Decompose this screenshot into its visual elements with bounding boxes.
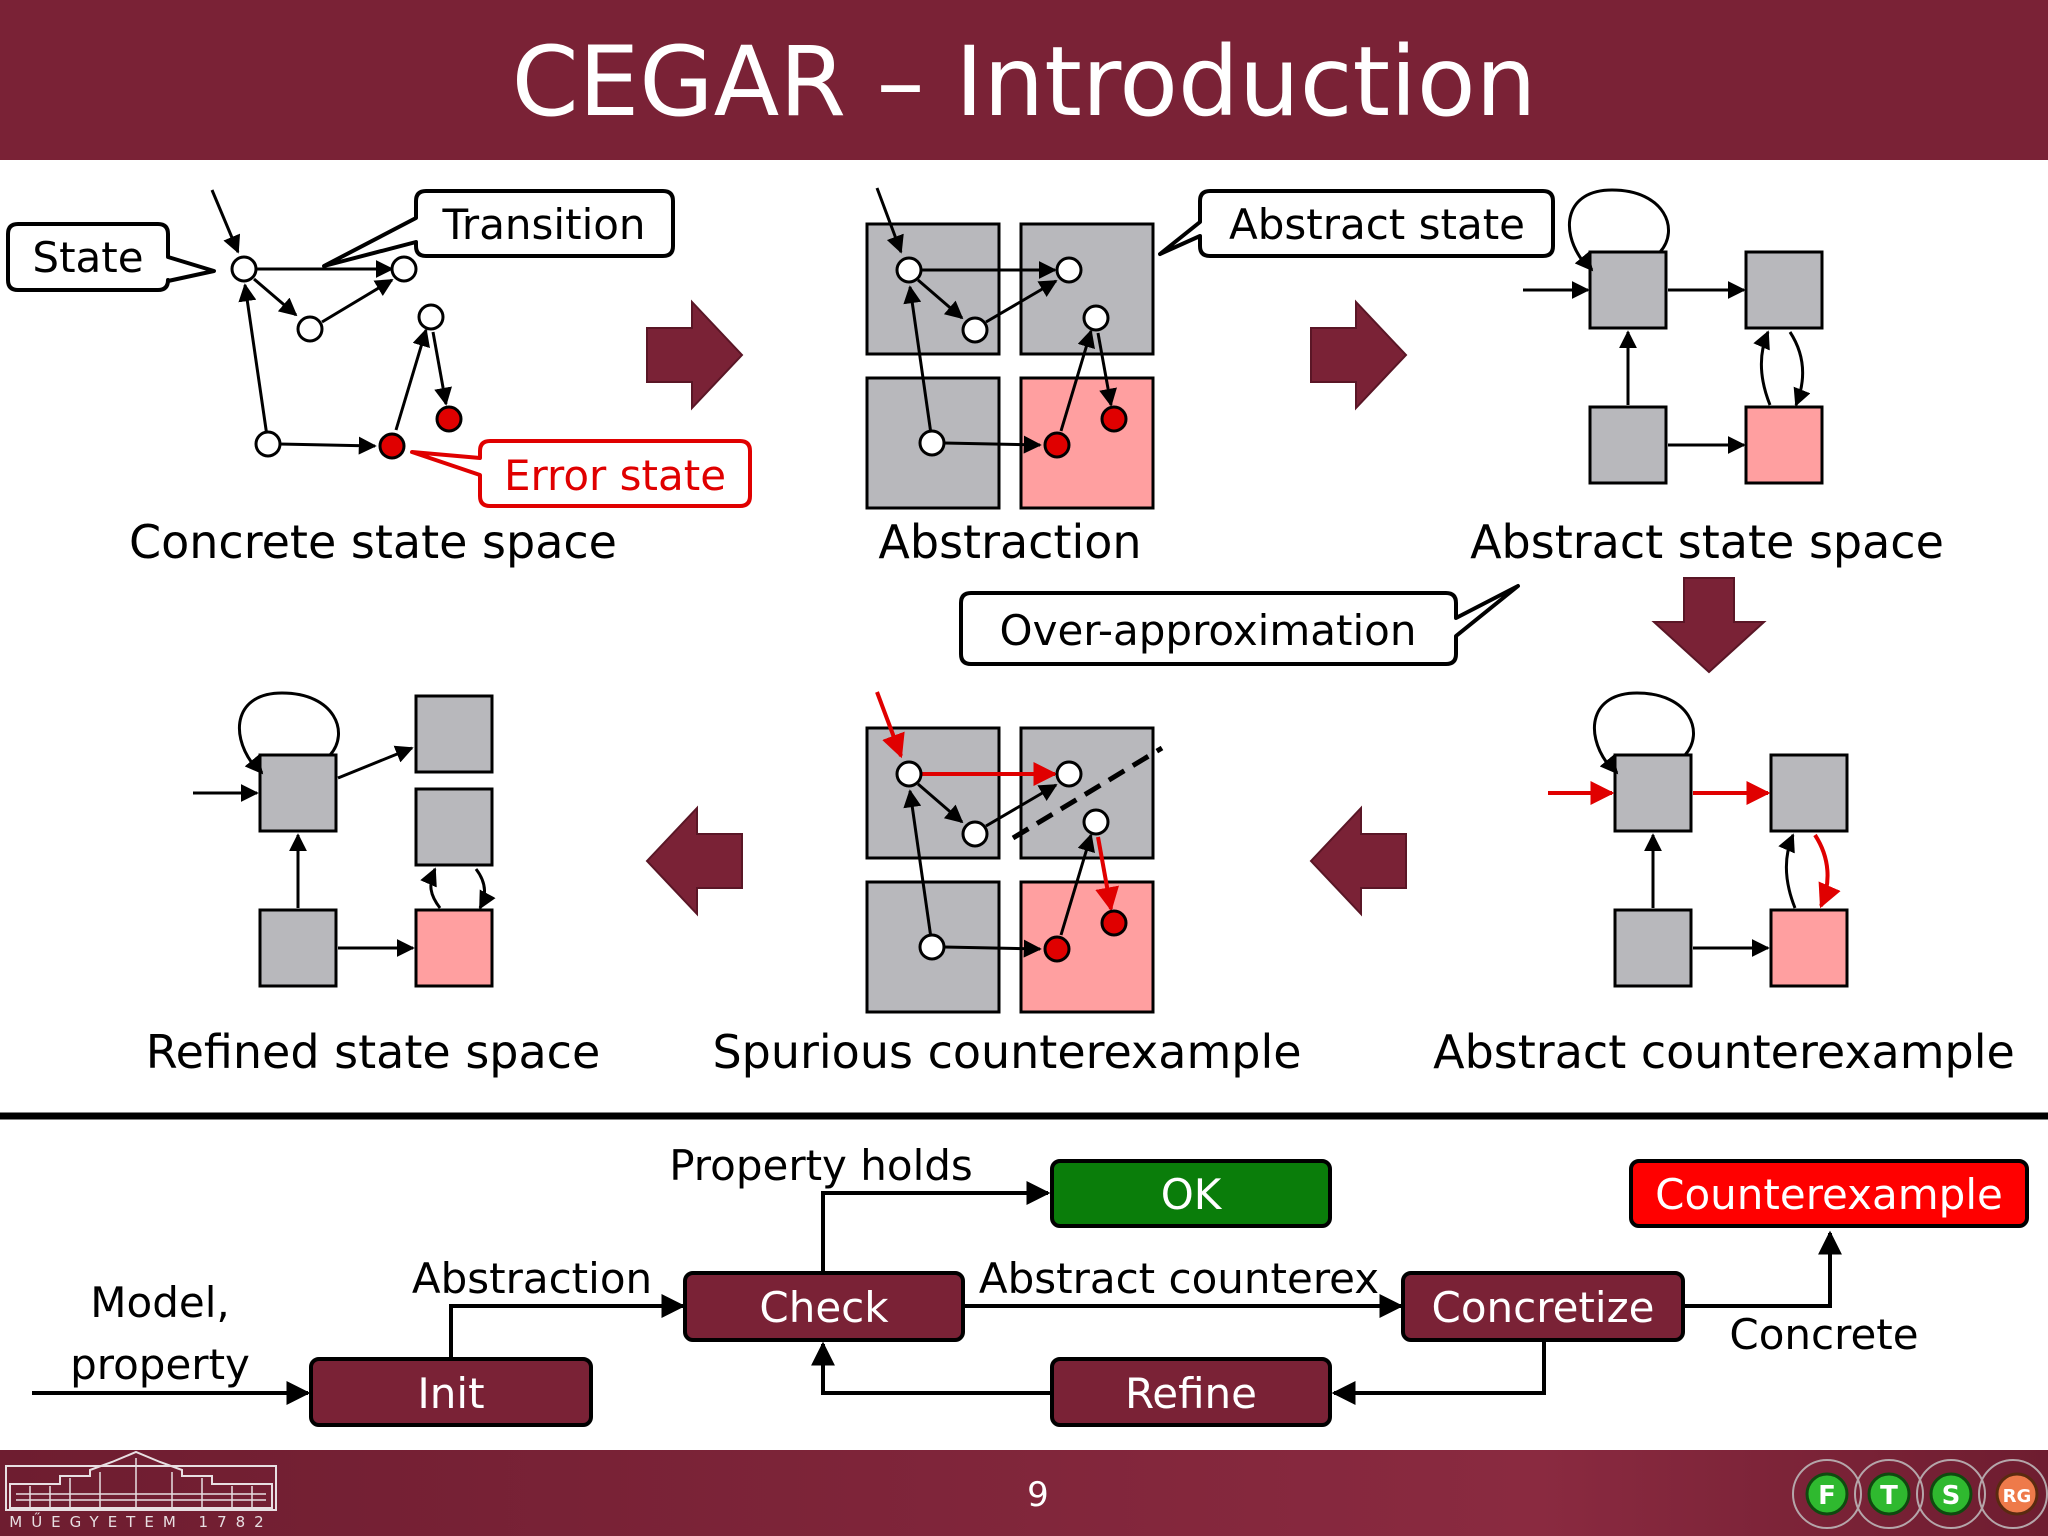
counterexample-box [1629,1159,2029,1228]
flow-label-abstraction: Abstraction [412,1254,652,1303]
init-box-label: Init [417,1369,484,1418]
footer-bar [0,1450,2048,1536]
over-approximation-callout-label: Over-approximation [1000,606,1417,655]
ok-box-label: OK [1161,1170,1223,1219]
flow-label-model: Model, [90,1278,229,1327]
flow-label-abstract-counterexample: Abstract counterex [979,1254,1379,1303]
step-arrow-left-icon [645,805,743,917]
step-arrow-right-icon [646,299,744,411]
refine-box-label: Refine [1125,1369,1257,1418]
ftsrg-letter: T [1880,1481,1898,1511]
abstract-state-box [1744,250,1824,330]
state-callout [6,222,216,292]
init-box [309,1357,593,1427]
slide-title: CEGAR – Introduction [512,26,1537,138]
caption-concrete-state-space: Concrete state space [129,515,617,569]
abstract-state-box [414,787,494,867]
panel-abstraction: Abstract state Abstraction [865,187,1555,569]
caption-abstract-state-space: Abstract state space [1470,515,1944,569]
step-arrow-down-icon [1651,577,1767,674]
error-state-node [378,432,406,460]
abstract-state-box [414,694,494,774]
state-node [390,255,418,283]
refine-box [1050,1357,1332,1427]
step-arrow-left-icon [1309,805,1407,917]
concretize-box [1401,1271,1685,1342]
panel-abstract-state-space: Abstract state space [1470,188,1944,569]
page-number: 9 [1027,1475,1049,1515]
panel-refined-state-space: Refined state space [146,691,601,1079]
counterexample-box-label: Counterexample [1655,1170,2003,1219]
over-approximation-callout [959,584,1520,666]
abstract-state-box [1588,250,1668,330]
state-node [230,255,258,283]
abstract-state-box [258,753,338,833]
ftsrg-letter: RG [2003,1486,2032,1507]
abstract-state-box [258,908,338,988]
step-arrow-right-icon [1310,299,1408,411]
refinement-split-line [1011,745,1164,841]
panel-concrete-state-space: State Transition Error state Concrete st… [6,189,752,569]
ftsrg-letter: S [1942,1481,1961,1511]
abstract-error-box [1744,405,1824,485]
abstract-state-box [1613,908,1693,988]
state-callout-label: State [32,233,143,282]
check-box-label: Check [759,1283,889,1332]
state-node [417,303,445,331]
panel-abstract-counterexample: Abstract counterexample [1433,691,2015,1079]
error-state-callout [410,439,752,508]
abstract-state-box [1769,753,1849,833]
concretize-box-label: Concretize [1432,1283,1655,1332]
ok-box [1050,1159,1332,1228]
abstract-state-box [1588,405,1668,485]
state-node [296,315,324,343]
flow-label-property-holds: Property holds [669,1141,973,1190]
transition-callout-label: Transition [441,200,645,249]
abstract-state-box [1613,753,1693,833]
check-box [683,1271,965,1342]
state-node [254,430,282,458]
abstract-state-callout-label: Abstract state [1229,200,1525,249]
abstract-state-callout [1158,189,1555,258]
title-bar [0,0,2048,160]
flow-label-property: property [70,1340,250,1389]
university-logo: MŰEGYETEM 1782 [5,1450,277,1531]
abstract-error-box [414,908,494,988]
caption-refined-state-space: Refined state space [146,1025,601,1079]
caption-spurious-counterexample: Spurious counterexample [712,1025,1301,1079]
abstract-error-box [1019,376,1155,510]
transition-callout [322,189,675,268]
ftsrg-logo: F T S RG [1792,1459,2048,1529]
flow-label-concrete: Concrete [1729,1310,1918,1359]
error-state-node [435,405,463,433]
abstract-error-box [1019,880,1155,1014]
panel-spurious-counterexample: Spurious counterexample [712,691,1302,1079]
caption-abstract-counterexample: Abstract counterexample [1433,1025,2015,1079]
cegar-flowchart: Model, property Abstraction Property hol… [32,1141,2029,1427]
abstract-error-box [1769,908,1849,988]
university-logo-text: MŰEGYETEM 1782 [9,1511,272,1531]
ftsrg-letter: F [1818,1481,1836,1511]
error-state-callout-label: Error state [504,451,726,500]
caption-abstraction: Abstraction [878,515,1141,569]
